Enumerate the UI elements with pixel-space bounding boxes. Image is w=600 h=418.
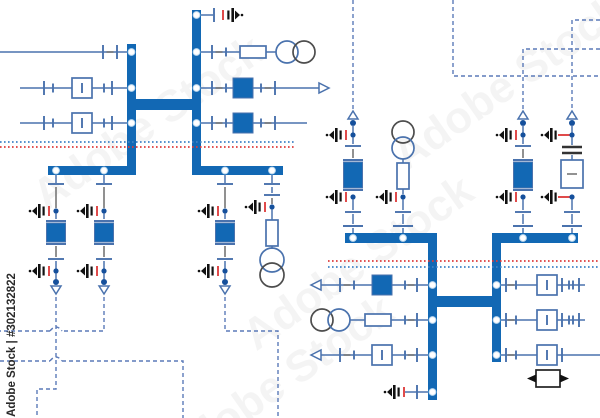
load-box: [527, 369, 569, 388]
drawout-feeder-left-2: [20, 112, 127, 134]
bus-top-right-a: [345, 233, 437, 243]
drawout-feeder-right-3: [501, 344, 600, 366]
closed-breaker-icon: [232, 112, 254, 134]
fuse-icon: [364, 313, 392, 327]
arrow-right-icon: [560, 374, 569, 383]
closed-breaker-icon: [232, 77, 254, 99]
top-breaker-feeder: [326, 120, 363, 233]
arrow-left-icon: [527, 374, 536, 383]
transformer-branch-top: [201, 40, 316, 64]
right-switchgear-section: [310, 0, 600, 400]
transformer-icon: [292, 40, 316, 64]
bus-bottom-left-b: [192, 166, 283, 175]
feeder-arrow-icon: [517, 110, 529, 120]
arrester-branch: [201, 7, 245, 23]
current-sensor-icon: [222, 7, 245, 23]
drawout-breaker-icon: [71, 112, 93, 134]
busbar-right-d: [492, 233, 501, 362]
busbar-left-b: [192, 10, 201, 175]
busbar-left-a: [127, 44, 136, 175]
bus-bridge-left: [136, 99, 192, 110]
feeder-arrow-icon: [347, 110, 359, 120]
left-switchgear-section: [0, 7, 330, 418]
transformer-icon: [275, 40, 299, 64]
drawout-feeder-right-2: [501, 309, 585, 331]
remote-links-right: [352, 0, 600, 110]
top-capacitor-feeder: [541, 120, 583, 233]
drawout-breaker-icon: [536, 309, 558, 331]
drawout-feeder-left-1: [20, 77, 127, 99]
bottom-breaker-feeder: [198, 175, 235, 294]
bottom-transformer-feeder: [245, 175, 284, 287]
drawout-breaker-icon: [371, 344, 393, 366]
bus-bottom-left-a: [48, 166, 136, 175]
drawout-feeder-right-1: [501, 274, 585, 296]
breaker-feeder-right-2: [201, 112, 307, 134]
drawout-breaker-icon: [71, 77, 93, 99]
feeder-arrow-icon: [566, 110, 578, 120]
top-breaker-feeder: [496, 120, 533, 233]
bus-bridge-right: [437, 296, 492, 307]
breaker-feeder-right-1: [201, 77, 330, 99]
transformer-feeder-left: [310, 308, 428, 332]
sensor-stub-feeder: [382, 384, 428, 400]
transformer-icon: [310, 308, 334, 332]
breaker-feeder-left-out: [310, 274, 428, 296]
closed-breaker-icon: [371, 274, 393, 296]
drawout-feeder-left-out: [310, 344, 428, 366]
drawout-breaker-icon: [536, 344, 558, 366]
fuse-icon: [239, 45, 267, 59]
incoming-line-left: [0, 44, 127, 60]
bus-top-right-b: [492, 233, 578, 243]
drawout-breaker-icon: [536, 274, 558, 296]
remote-links-left: [0, 297, 279, 418]
current-sensor-icon: [382, 384, 405, 400]
watermark-side-label: Adobe Stock | #302132822: [6, 273, 18, 417]
feeder-arrow-icon: [318, 82, 330, 94]
